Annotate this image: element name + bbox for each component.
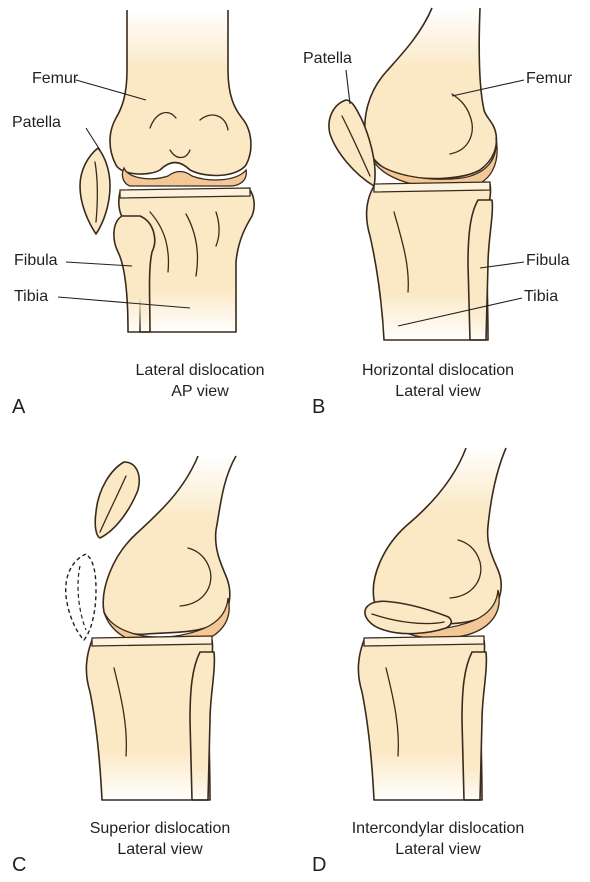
label-tibia-a: Tibia	[14, 288, 48, 306]
tibia-a-plateau	[120, 188, 250, 198]
panel-letter-c: C	[12, 854, 26, 876]
label-fibula-b: Fibula	[526, 252, 570, 270]
panel-d	[358, 448, 506, 800]
caption-d: Intercondylar dislocation Lateral view	[352, 818, 525, 860]
label-femur-a: Femur	[32, 70, 78, 88]
caption-b-line1: Horizontal dislocation	[362, 360, 514, 381]
panel-b	[329, 8, 524, 340]
caption-b-line2: Lateral view	[362, 381, 514, 402]
fibula-b	[468, 200, 492, 340]
panel-a	[58, 10, 254, 332]
femur-b	[365, 8, 497, 178]
patella-c-original-position	[66, 554, 96, 640]
tibia-c-plateau	[92, 636, 212, 646]
caption-b: Horizontal dislocation Lateral view	[362, 360, 514, 402]
caption-a-line2: AP view	[136, 381, 265, 402]
patella-a	[80, 148, 110, 234]
caption-d-line1: Intercondylar dislocation	[352, 818, 525, 839]
femur-d	[373, 448, 506, 624]
label-patella-a: Patella	[12, 114, 61, 132]
panel-letter-b: B	[312, 396, 325, 418]
panel-letter-a: A	[12, 396, 25, 418]
caption-a-line1: Lateral dislocation	[136, 360, 265, 381]
caption-a: Lateral dislocation AP view	[136, 360, 265, 402]
fibula-c	[190, 652, 214, 800]
caption-d-line2: Lateral view	[352, 839, 525, 860]
tibia-b-plateau	[374, 182, 490, 192]
caption-c-line1: Superior dislocation	[90, 818, 231, 839]
femur-a	[110, 10, 251, 175]
caption-c: Superior dislocation Lateral view	[90, 818, 231, 860]
panel-letter-d: D	[312, 854, 326, 876]
label-fibula-a: Fibula	[14, 252, 58, 270]
tibia-d-plateau	[364, 636, 484, 646]
label-femur-b: Femur	[526, 70, 572, 88]
label-patella-b: Patella	[303, 50, 352, 68]
panel-c	[66, 456, 236, 800]
fibula-a	[114, 216, 155, 332]
fibula-d	[462, 652, 486, 800]
label-tibia-b: Tibia	[524, 288, 558, 306]
caption-c-line2: Lateral view	[90, 839, 231, 860]
